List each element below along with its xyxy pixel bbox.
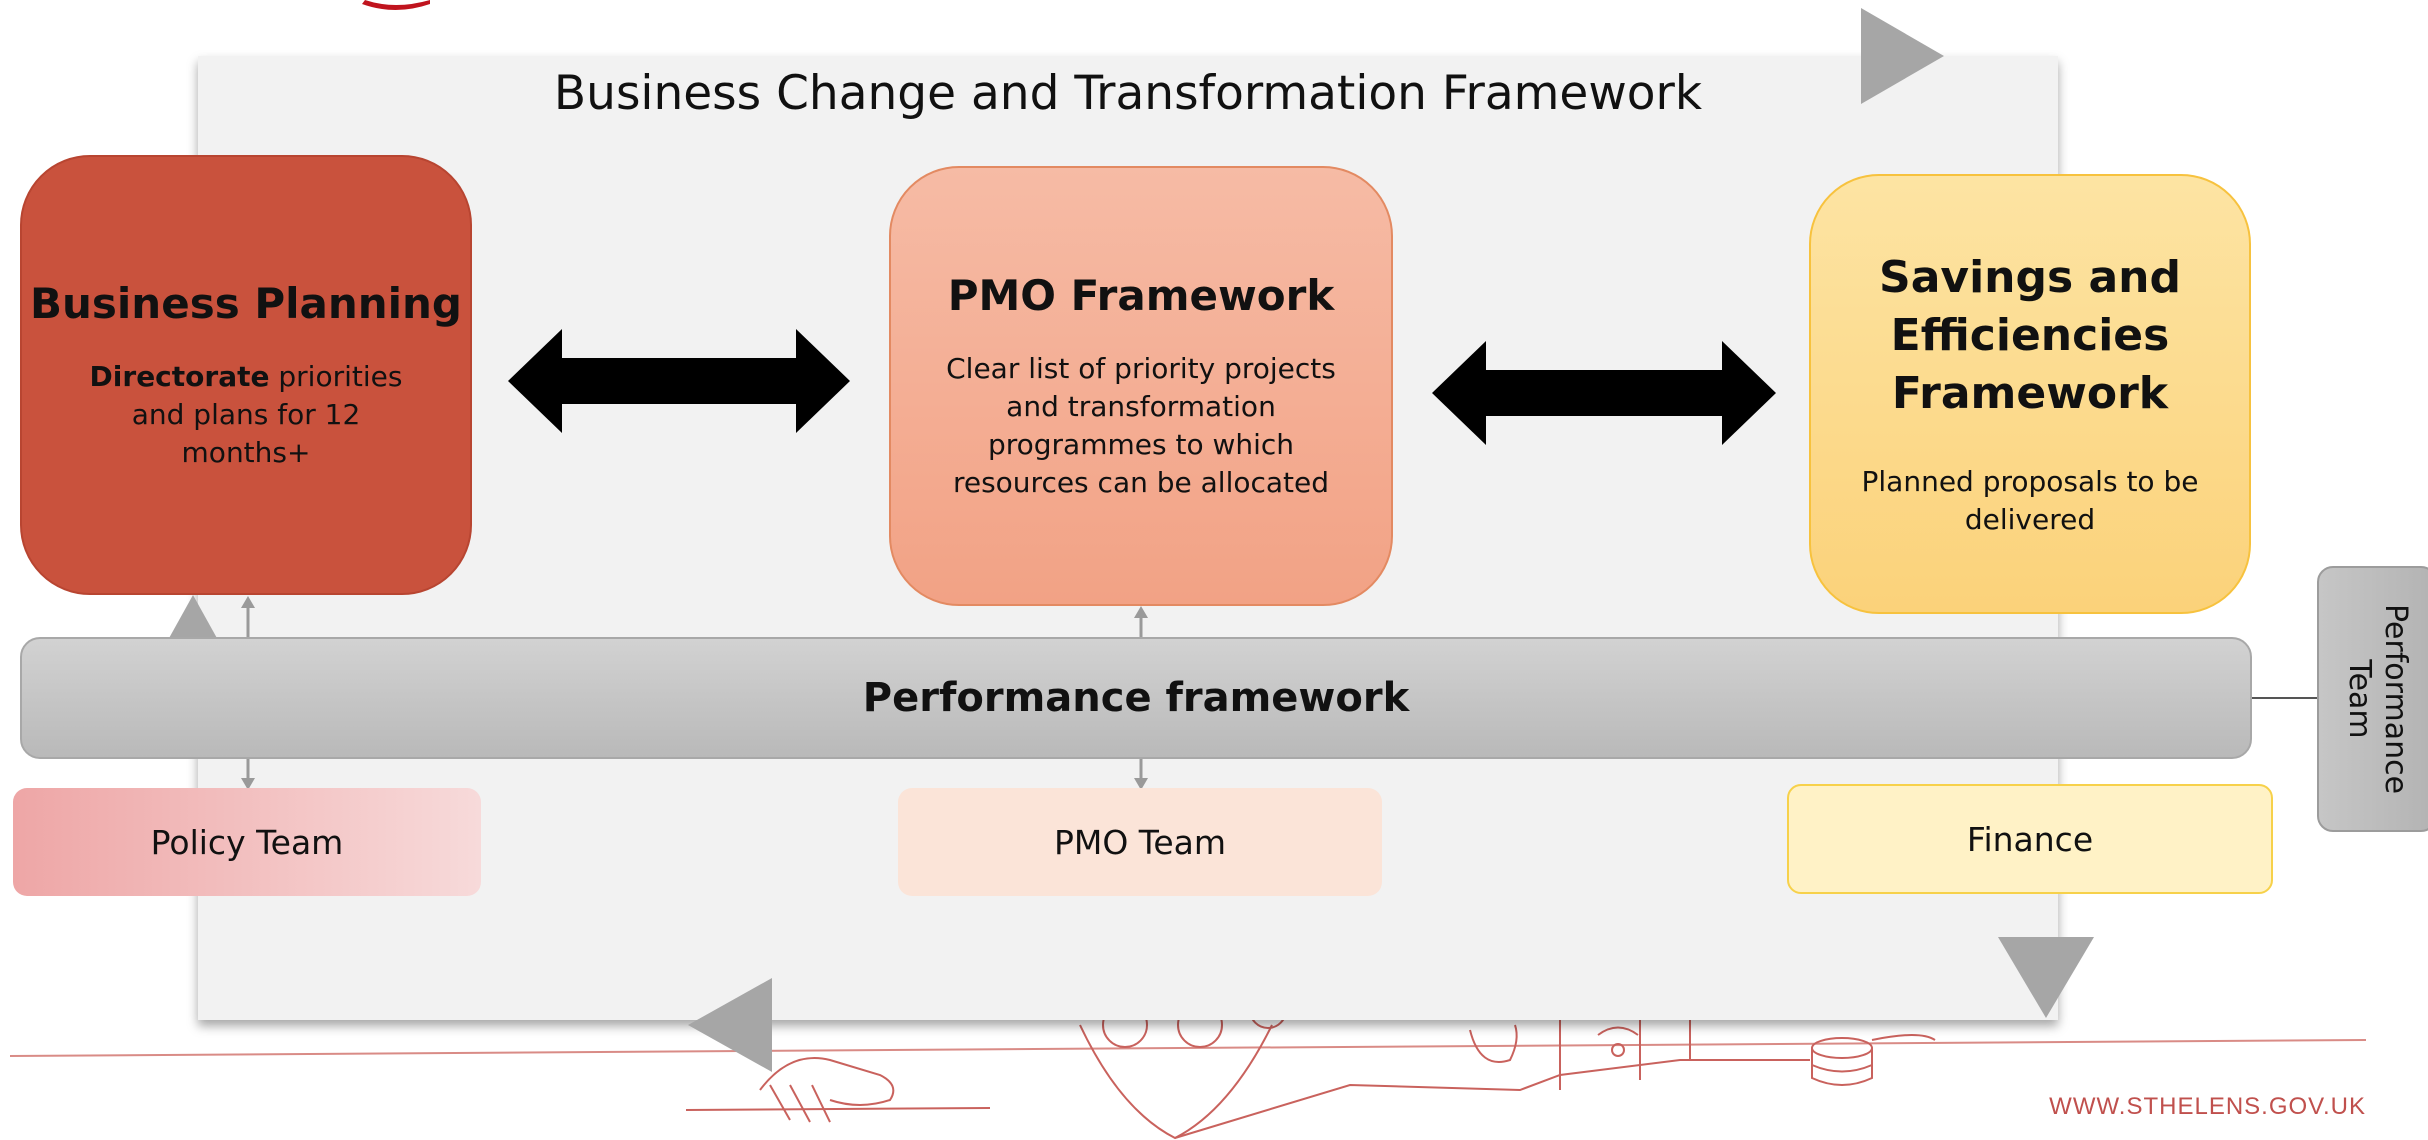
cycle-arrowhead-left	[168, 595, 218, 640]
business-planning-heading: Business Planning	[30, 278, 462, 328]
finance-box: Finance	[1787, 784, 2273, 894]
double-arrow-right	[1432, 341, 1776, 445]
performance-team-line-2: Team	[2342, 659, 2377, 739]
cycle-arrowhead-bottom-right	[1998, 937, 2094, 1018]
policy-team-box: Policy Team	[13, 788, 481, 896]
footer-website-url: WWW.STHELENS.GOV.UK	[2049, 1093, 2366, 1120]
vertical-connectors	[241, 596, 1148, 790]
cycle-arrowhead-bottom-left	[688, 978, 772, 1072]
logo-fragment	[362, 0, 430, 10]
pmo-framework-box: PMO Framework Clear list of priority pro…	[889, 166, 1393, 606]
performance-framework-bar: Performance framework	[20, 637, 2252, 759]
footer-divider-line	[9, 1039, 2367, 1057]
savings-heading-line-1: Savings and	[1879, 252, 2181, 303]
savings-efficiencies-heading: Savings and Efficiencies Framework	[1879, 249, 2181, 423]
cycle-arrowhead-top-right	[1861, 8, 1944, 104]
pmo-framework-heading: PMO Framework	[947, 270, 1335, 320]
savings-efficiencies-description: Planned proposals to be delivered	[1861, 465, 2199, 536]
business-planning-description: Directorate priorities and plans for 12 …	[22, 358, 470, 472]
business-planning-box: Business Planning Directorate priorities…	[20, 155, 472, 595]
pmo-team-box: PMO Team	[898, 788, 1382, 896]
pmo-framework-description: Clear list of priority projects and tran…	[946, 351, 1336, 499]
double-arrow-left	[508, 329, 850, 433]
business-planning-description-bold: Directorate	[89, 359, 270, 393]
savings-efficiencies-box: Savings and Efficiencies Framework Plann…	[1809, 174, 2251, 614]
savings-heading-line-2: Efficiencies	[1890, 310, 2170, 361]
diagram-title: Business Change and Transformation Frame…	[553, 66, 1703, 121]
savings-heading-line-3: Framework	[1891, 368, 2169, 419]
business-planning-description-rest: priorities and plans for 12 months+	[131, 359, 403, 469]
performance-team-line-1: Performance	[2378, 603, 2413, 795]
